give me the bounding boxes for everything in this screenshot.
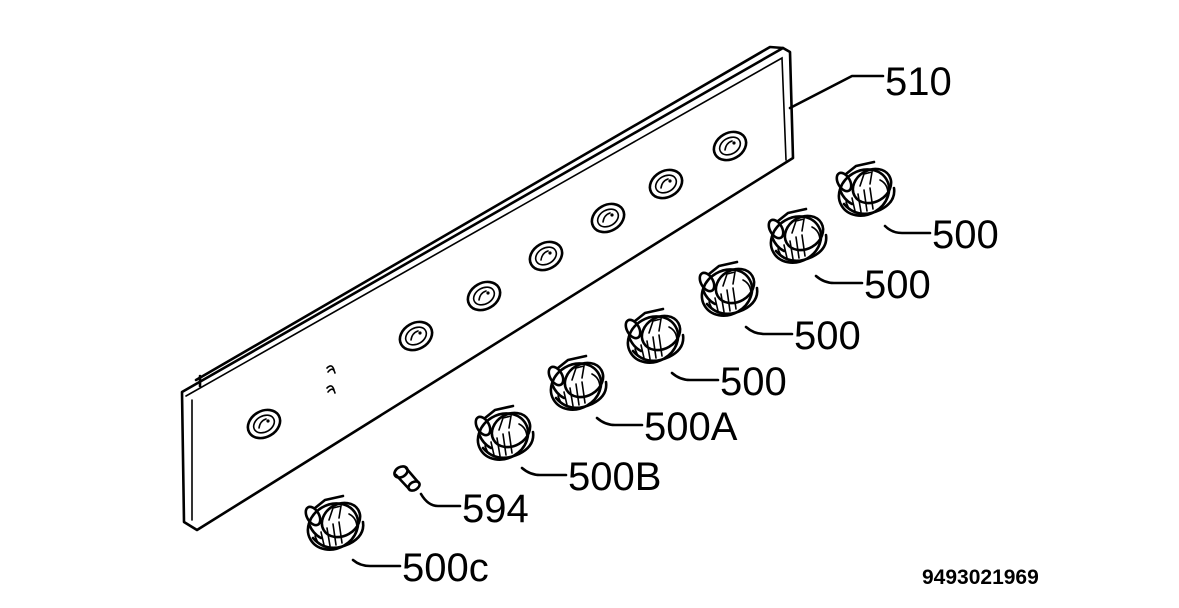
knob-500-1 — [829, 159, 899, 226]
knob-500c — [298, 493, 368, 560]
callout-594: 594 — [462, 487, 529, 531]
callout-labels: 510 500 500 500 500 500A 500B 594 500c — [402, 60, 999, 590]
callout-500-1: 500 — [932, 213, 999, 257]
knob-500a — [541, 353, 611, 420]
knob-500-2 — [761, 206, 831, 273]
indicator-lamps — [326, 365, 336, 394]
callout-500-4: 500 — [720, 360, 787, 404]
callout-510: 510 — [885, 60, 952, 104]
pin-594 — [393, 465, 421, 492]
knob-500-4 — [618, 306, 688, 373]
document-number: 9493021969 — [922, 566, 1039, 589]
knob-500-3 — [692, 259, 762, 326]
panel-slots — [241, 124, 753, 446]
callout-500-2: 500 — [864, 263, 931, 307]
control-panel — [180, 45, 795, 532]
knob-500b — [468, 403, 538, 470]
callout-500a: 500A — [644, 405, 738, 449]
callout-500c: 500c — [402, 546, 489, 590]
callout-500-3: 500 — [794, 314, 861, 358]
callout-500b: 500B — [568, 455, 661, 499]
leader-lines — [351, 74, 932, 568]
